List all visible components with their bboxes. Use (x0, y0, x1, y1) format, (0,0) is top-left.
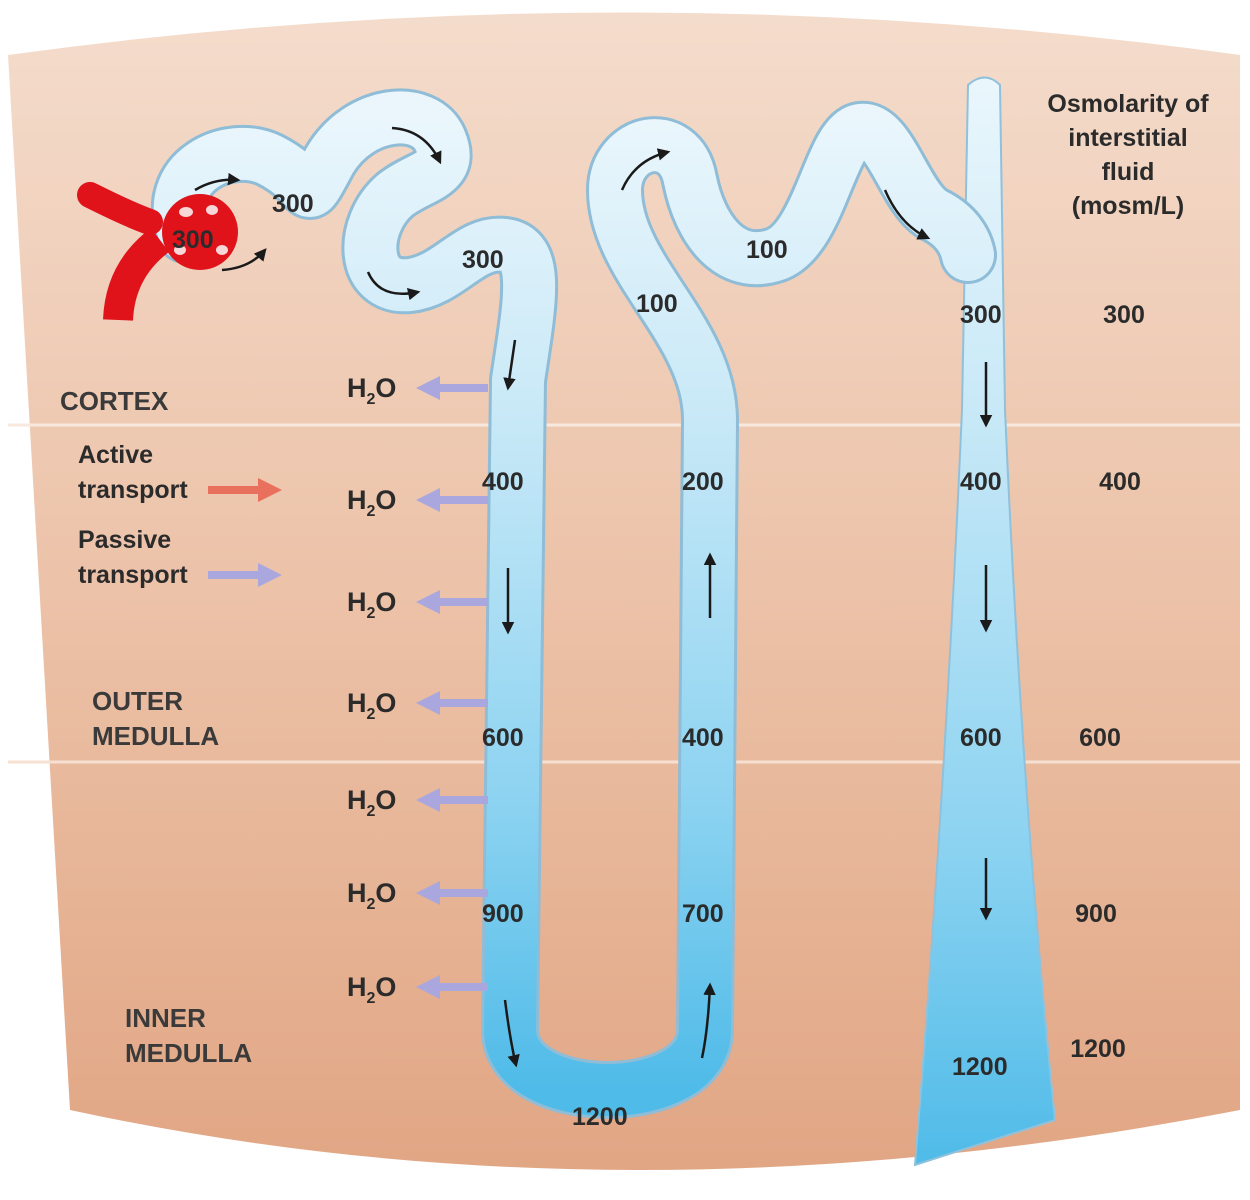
flow-arrow (883, 189, 931, 240)
proximal-value: 300 (272, 190, 314, 218)
water-arrow-5: H2O (347, 785, 488, 820)
water-arrow-head (416, 376, 440, 400)
water-label: H2O (347, 688, 396, 723)
legend-passive-line1: Passive (78, 526, 171, 554)
collecting-value-600: 600 (960, 724, 1002, 752)
water-label: H2O (347, 373, 396, 408)
legend-passive-line2: transport (78, 561, 188, 589)
water-arrow-head (416, 691, 440, 715)
water-arrow-3: H2O (347, 587, 488, 622)
interstitial-background (8, 12, 1240, 1170)
flow-arrows (194, 126, 993, 1068)
interstitial-value-900: 900 (1075, 900, 1117, 928)
capillary-gap (206, 205, 218, 215)
water-reabsorption: H2O H2O H2O H2O H2O H2O H2O (347, 373, 488, 1007)
water-arrow-1: H2O (347, 373, 488, 408)
descending-value-900: 900 (482, 900, 524, 928)
flow-arrow (503, 999, 520, 1068)
efferent-arteriole (103, 228, 170, 322)
legend: Active transport Passive transport (78, 441, 282, 589)
water-label: H2O (347, 972, 396, 1007)
water-label: H2O (347, 587, 396, 622)
water-label: H2O (347, 785, 396, 820)
water-arrow-head (416, 488, 440, 512)
ascending-value-400: 400 (682, 724, 724, 752)
loop-bottom-value: 1200 (572, 1103, 628, 1131)
flow-arrow (221, 248, 267, 272)
collecting-value-400: 400 (960, 468, 1002, 496)
ascending-top-value: 100 (636, 290, 678, 318)
osmolarity-header-line4: (mosm/L) (1072, 192, 1185, 220)
capillary-gap (216, 245, 228, 255)
descending-value-400: 400 (482, 468, 524, 496)
passive-transport-arrowhead (258, 563, 282, 587)
water-arrow-6: H2O (347, 878, 488, 913)
proximal-lower-value: 300 (462, 246, 504, 274)
capillary-gap (179, 207, 193, 217)
capillary-gap (174, 245, 186, 255)
afferent-arteriole (77, 182, 163, 235)
zone-inner-medulla-line2: MEDULLA (125, 1038, 252, 1068)
water-arrow-head (416, 881, 440, 905)
flow-arrow (503, 339, 517, 391)
flow-arrow (700, 982, 716, 1059)
flow-arrow (391, 126, 442, 165)
tubule-values: 300 300 300 400 600 900 1200 200 400 700… (172, 190, 1008, 1131)
flow-arrow (194, 172, 241, 192)
distal-value: 100 (746, 236, 788, 264)
zone-outer-medulla-line1: OUTER (92, 686, 183, 716)
water-arrow-head (416, 788, 440, 812)
osmolarity-header: Osmolarity of interstitial fluid (mosm/L… (1047, 90, 1209, 220)
descending-value-600: 600 (482, 724, 524, 752)
osmolarity-header-line3: fluid (1102, 158, 1155, 186)
active-transport-arrowhead (258, 478, 282, 502)
water-arrow-head (416, 590, 440, 614)
osmolarity-header-line2: interstitial (1068, 124, 1187, 152)
water-arrow-2: H2O (347, 485, 488, 520)
water-arrow-7: H2O (347, 972, 488, 1007)
ascending-value-200: 200 (682, 468, 724, 496)
glomerulus (77, 182, 238, 322)
interstitial-value-1200: 1200 (1070, 1035, 1126, 1063)
water-label: H2O (347, 878, 396, 913)
osmolarity-header-line1: Osmolarity of (1047, 90, 1209, 118)
interstitial-values: 300 400 600 900 1200 (1070, 301, 1145, 1063)
zone-cortex: CORTEX (60, 386, 169, 416)
interstitial-value-600: 600 (1079, 724, 1121, 752)
ascending-value-700: 700 (682, 900, 724, 928)
legend-active-line2: transport (78, 476, 188, 504)
interstitial-value-300: 300 (1103, 301, 1145, 329)
zone-inner-medulla-line1: INNER (125, 1003, 206, 1033)
collecting-value-1200: 1200 (952, 1053, 1008, 1081)
collecting-value-300: 300 (960, 301, 1002, 329)
zone-labels: CORTEX OUTER MEDULLA INNER MEDULLA (60, 386, 252, 1068)
legend-active-line1: Active (78, 441, 153, 469)
glomerulus-value: 300 (172, 226, 214, 254)
interstitial-value-400: 400 (1099, 468, 1141, 496)
nephron-tubule (150, 88, 997, 1119)
flow-arrow (620, 148, 671, 191)
water-label: H2O (347, 485, 396, 520)
flow-arrow (366, 271, 421, 301)
water-arrow-head (416, 975, 440, 999)
zone-outer-medulla-line2: MEDULLA (92, 721, 219, 751)
water-arrow-4: H2O (347, 688, 488, 723)
